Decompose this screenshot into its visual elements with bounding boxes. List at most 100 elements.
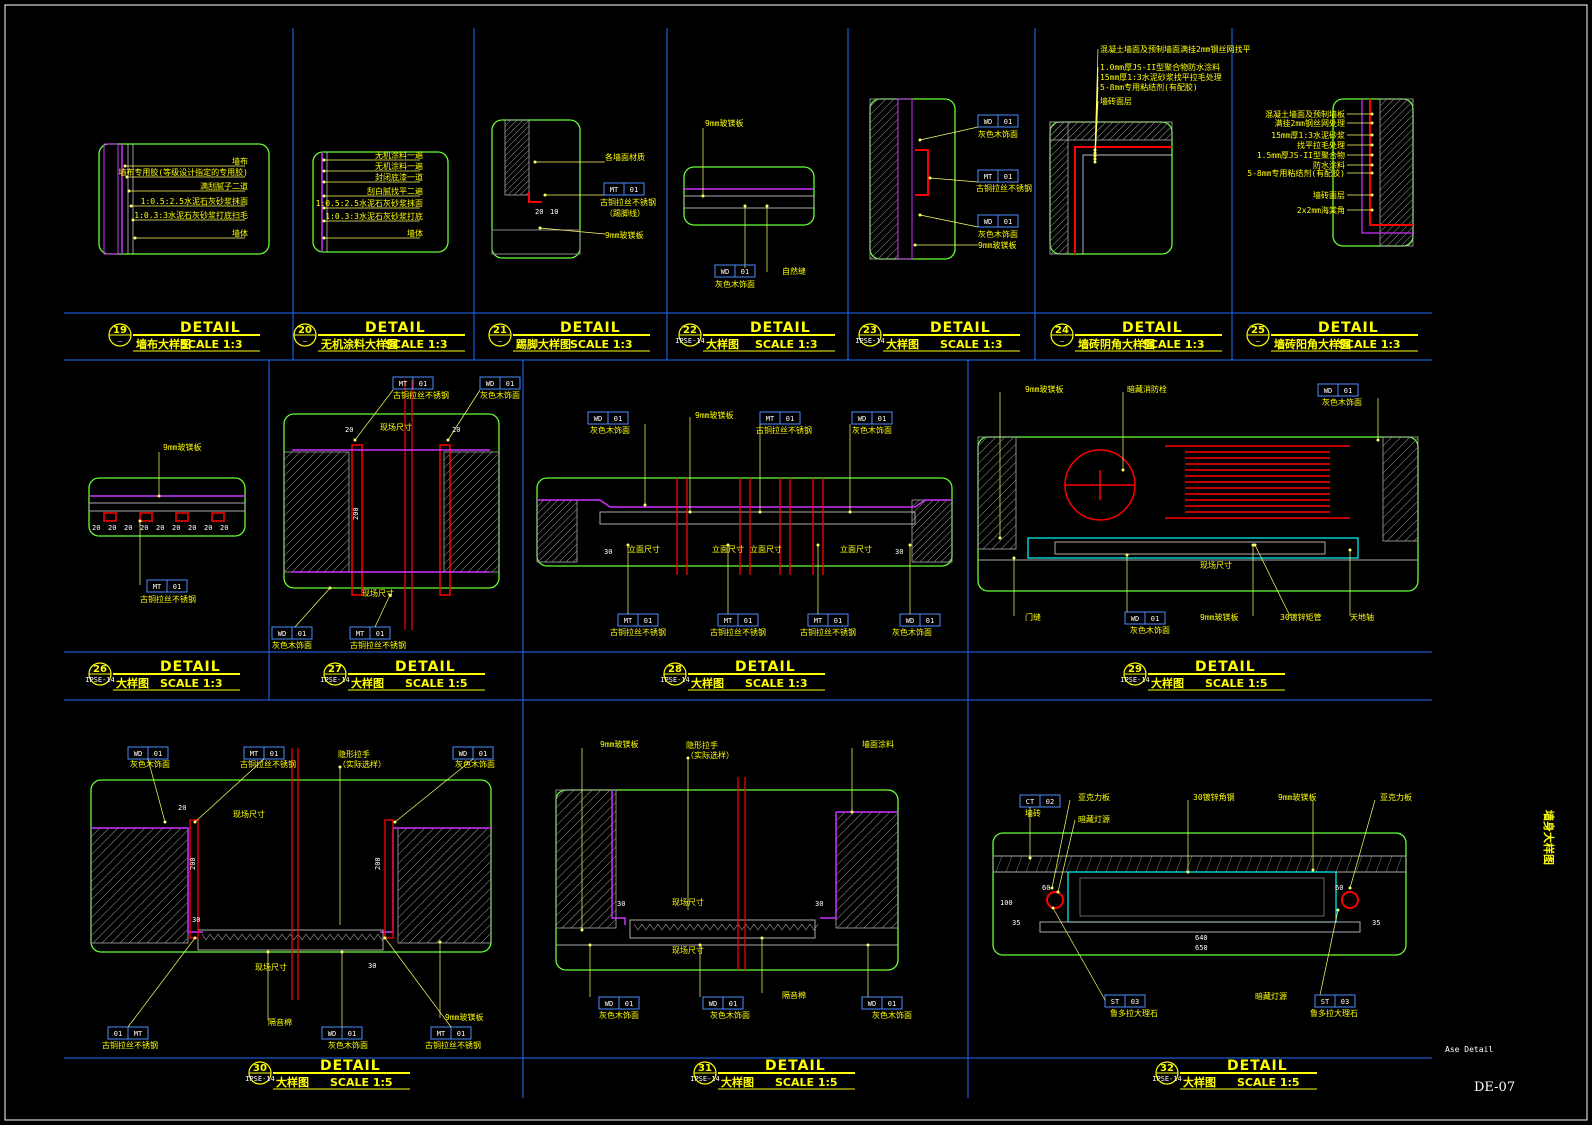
annotation: 墙体 bbox=[232, 228, 248, 238]
dimension: 20 bbox=[92, 524, 100, 532]
finish-right bbox=[820, 812, 837, 919]
dimension: 20 bbox=[124, 524, 132, 532]
leader-dot bbox=[543, 193, 547, 197]
annotation: 立面尺寸 bbox=[628, 544, 660, 554]
detail-ref: — bbox=[1060, 337, 1065, 345]
material-code: WD bbox=[278, 630, 286, 638]
material-number: 01 bbox=[298, 630, 306, 638]
annotation: 暗藏灯源 bbox=[1255, 991, 1287, 1001]
hatch-line bbox=[537, 522, 577, 562]
hatch-line bbox=[912, 500, 948, 536]
detail-number: 31 bbox=[698, 1063, 712, 1074]
dimension: 30 bbox=[604, 548, 612, 556]
waterproof-line bbox=[1361, 99, 1413, 234]
ceiling-hatch bbox=[1235, 855, 1243, 873]
annotation: 灰色木饰面 bbox=[872, 1010, 912, 1020]
hatch-line bbox=[398, 828, 399, 829]
hatch-line bbox=[323, 546, 349, 572]
hatch-line bbox=[91, 838, 188, 937]
ceiling-hatch bbox=[1165, 855, 1173, 873]
hatch-line bbox=[1380, 191, 1413, 226]
hatch-line bbox=[1050, 173, 1068, 193]
hatch-line bbox=[978, 479, 1016, 519]
hatch-line bbox=[1380, 177, 1413, 212]
detail-heading: DETAIL bbox=[735, 659, 796, 675]
sheet-subtitle: Ase Detail bbox=[1445, 1045, 1493, 1054]
annotation: 古铜拉丝不锈钢 bbox=[240, 759, 296, 769]
hatch-line bbox=[451, 524, 499, 572]
annotation: 现场尺寸 bbox=[362, 588, 394, 598]
hatch-line bbox=[537, 500, 566, 529]
annotation: 鲁多拉大理石 bbox=[1310, 1008, 1358, 1018]
hatch-line bbox=[284, 506, 349, 572]
leader-dot bbox=[701, 194, 705, 198]
hatch-line bbox=[91, 828, 164, 901]
insulation-hatch bbox=[681, 923, 691, 931]
board-layer bbox=[88, 502, 246, 512]
leader-dot bbox=[998, 536, 1002, 540]
leader-dot bbox=[322, 169, 326, 173]
detail-heading: DETAIL bbox=[180, 320, 241, 336]
hatch-line bbox=[836, 830, 898, 894]
hatch-line bbox=[284, 452, 349, 517]
hatch-line bbox=[505, 120, 529, 145]
detail-heading: DETAIL bbox=[1318, 320, 1379, 336]
annotation: 现场尺寸 bbox=[672, 945, 704, 955]
annotation: 古铜拉丝不锈钢 bbox=[976, 183, 1032, 193]
detail-title: 大样图 bbox=[721, 1075, 754, 1089]
hatch-line bbox=[91, 828, 146, 883]
hatch-line bbox=[444, 516, 499, 572]
annotation: 古铜拉丝不锈钢 bbox=[800, 627, 856, 637]
annotation: 满挂2mm钢丝网处理 bbox=[1275, 118, 1345, 128]
hatch-border bbox=[504, 119, 530, 196]
hatch-line bbox=[1052, 122, 1072, 140]
annotation: 现场尺寸 bbox=[233, 809, 265, 819]
hatch-line bbox=[885, 246, 898, 259]
annotation: 30镀锌角钢 bbox=[1193, 792, 1235, 802]
hatch-line bbox=[537, 500, 559, 522]
leader-line bbox=[1051, 799, 1071, 889]
hatch-line bbox=[1413, 536, 1418, 541]
detail-heading: DETAIL bbox=[1122, 320, 1183, 336]
leader-dot bbox=[123, 164, 127, 168]
ceiling-hatch bbox=[1055, 855, 1063, 873]
annotation: 1:0.5:2.5水泥石灰砂浆抹面 bbox=[141, 196, 248, 206]
hatch-line bbox=[912, 500, 927, 515]
hatch-line bbox=[870, 134, 898, 164]
hatch-line bbox=[1057, 243, 1068, 254]
door-jamb-left bbox=[351, 444, 363, 596]
leader-dot bbox=[353, 438, 357, 442]
material-code: WD bbox=[605, 1000, 613, 1008]
annotation: 古铜拉丝不锈钢 bbox=[140, 594, 196, 604]
material-number: 01 bbox=[614, 415, 622, 423]
material-number: 01 bbox=[630, 186, 638, 194]
leader-dot bbox=[1370, 193, 1374, 197]
dimension: 20 bbox=[345, 426, 353, 434]
insulation-hatch bbox=[769, 923, 779, 931]
leader-dot bbox=[266, 950, 270, 954]
annotation: 墙布专用胶(等级设计指定的专用胶) bbox=[118, 167, 248, 177]
ceiling-hatch bbox=[1305, 855, 1313, 873]
steel-strip bbox=[915, 149, 929, 196]
hatch-line bbox=[978, 497, 1016, 537]
hatch-line bbox=[505, 120, 518, 133]
annotation: 9mm玻镁板 bbox=[978, 240, 1016, 250]
hatch-line bbox=[1380, 184, 1413, 219]
dimension: 20 bbox=[172, 524, 180, 532]
hatch-line bbox=[1407, 240, 1413, 246]
hatch-line bbox=[556, 810, 616, 872]
hatch-line bbox=[1400, 233, 1413, 246]
leader-dot bbox=[918, 138, 922, 142]
dimension: 650 bbox=[1195, 944, 1208, 952]
material-number: 01 bbox=[154, 750, 162, 758]
insulation-hatch bbox=[801, 923, 811, 931]
detail-heading: DETAIL bbox=[160, 659, 221, 675]
material-number: 01 bbox=[419, 380, 427, 388]
detail-title: 大样图 bbox=[276, 1075, 309, 1089]
hatch-line bbox=[1386, 219, 1413, 246]
hatch-line bbox=[556, 864, 616, 926]
leader-dot bbox=[1370, 121, 1374, 125]
dimension: 10 bbox=[550, 208, 558, 216]
